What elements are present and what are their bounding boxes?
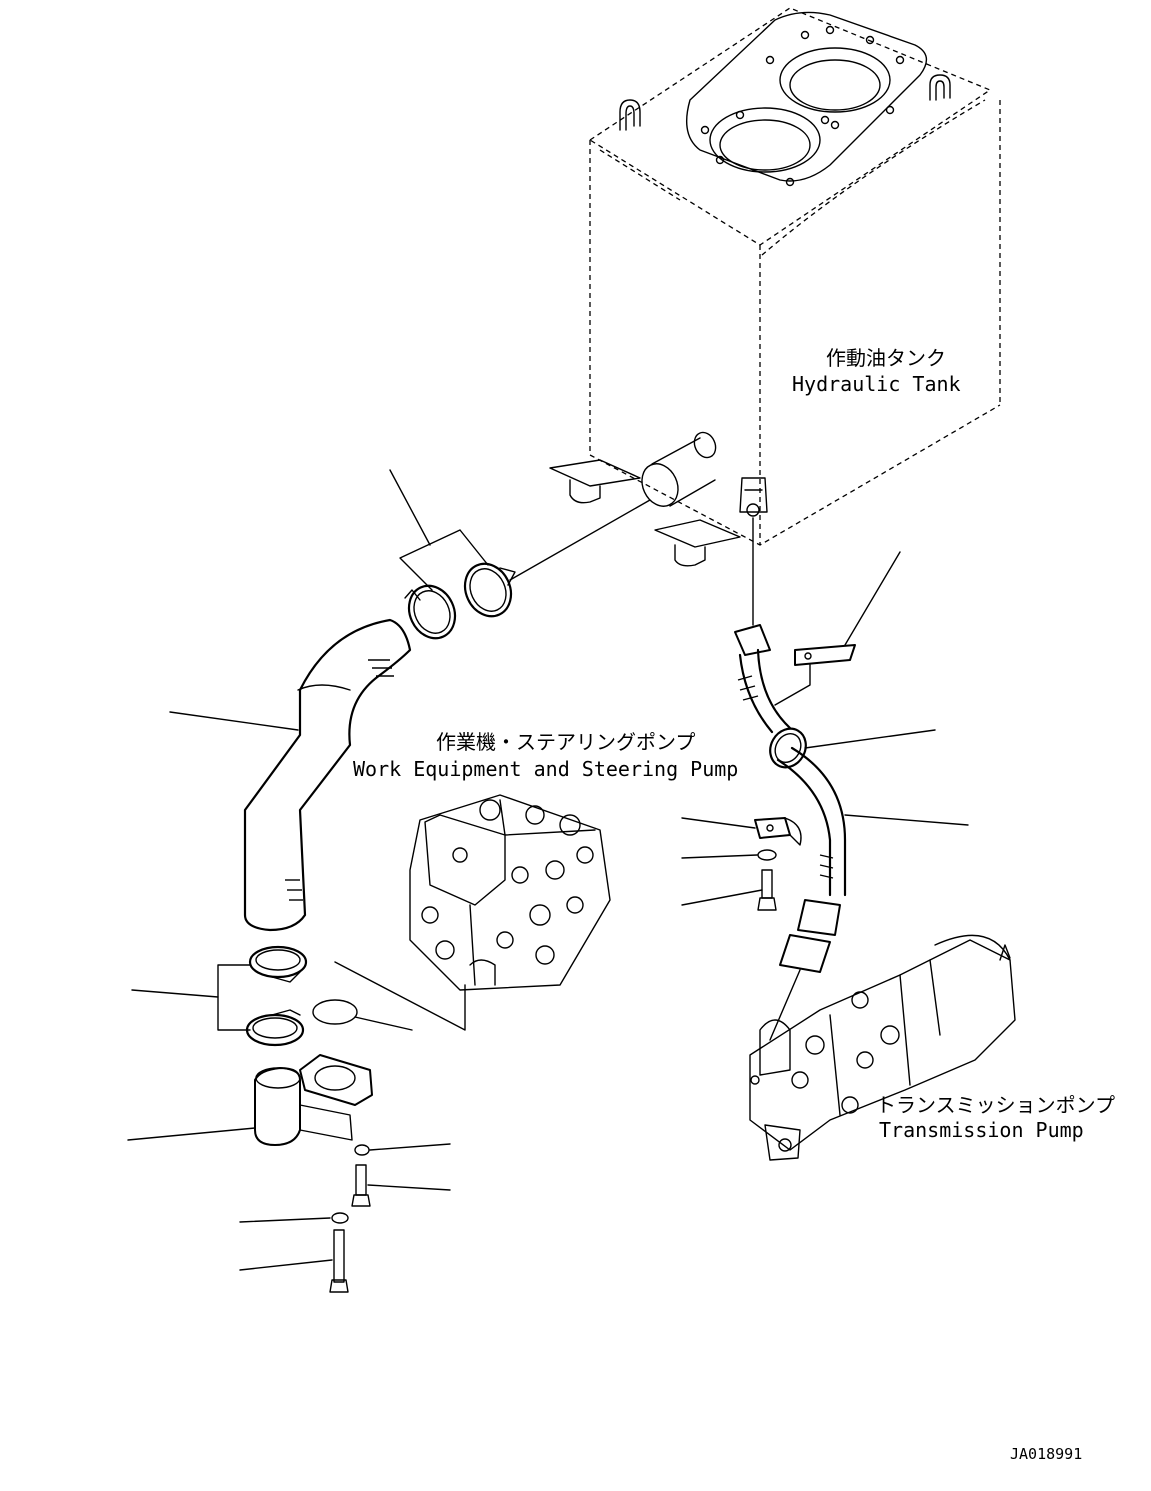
transmission-pump-label-jp: トランスミッションポンプ <box>876 1093 1115 1117</box>
work-pump-label-jp: 作業機・ステアリングポンプ <box>436 730 695 754</box>
return-hose <box>734 517 969 1041</box>
o-ring <box>312 999 413 1031</box>
hydraulic-tank-label-en: Hydraulic Tank <box>792 372 961 396</box>
work-pump-label-en: Work Equipment and Steering Pump <box>353 757 738 781</box>
suction-elbow <box>127 1054 373 1146</box>
hose-bracket <box>774 551 901 706</box>
drawing-code: JA018991 <box>1010 1445 1082 1463</box>
work-equipment-steering-pump <box>334 794 611 1031</box>
transmission-pump <box>749 934 1016 1161</box>
fastener-set-right <box>681 817 802 911</box>
hose-clamp-lower-pair <box>131 945 308 1047</box>
hose-clamp-upper-pair <box>389 469 651 640</box>
hydraulic-tank <box>549 7 1001 567</box>
hydraulic-tank-label-jp: 作動油タンク <box>826 346 946 370</box>
suction-hose <box>169 618 412 932</box>
transmission-pump-label-en: Transmission Pump <box>879 1118 1084 1142</box>
fastener-set-left <box>239 1143 451 1293</box>
